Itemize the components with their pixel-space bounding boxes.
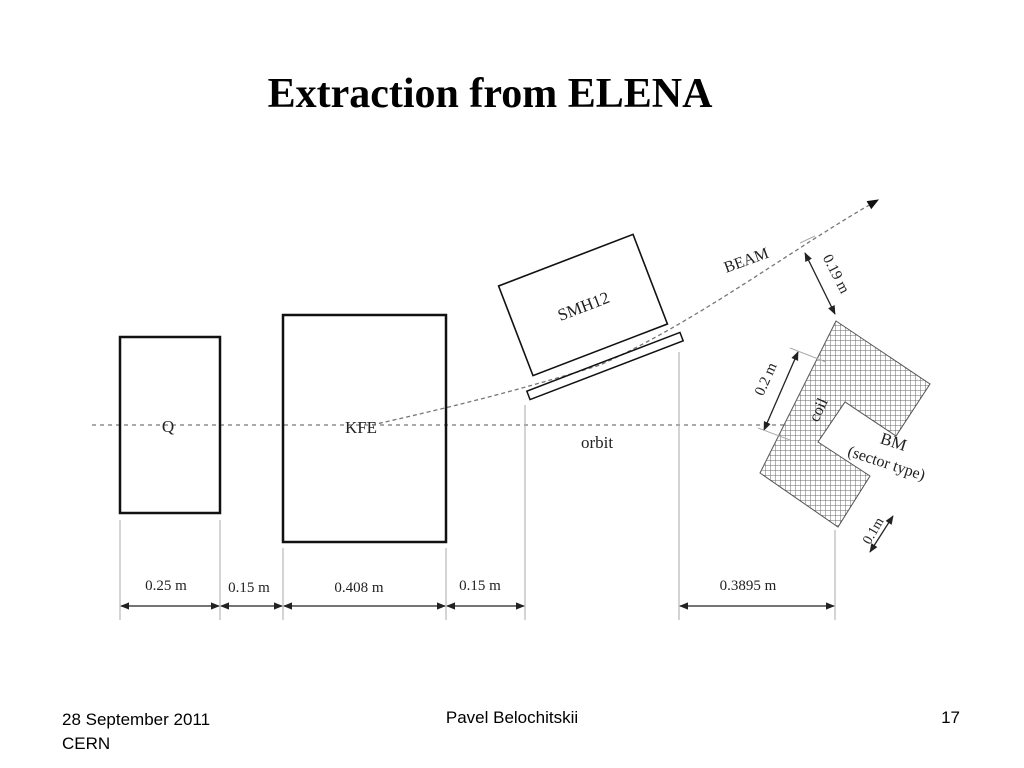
quadrupole-label: Q — [162, 417, 174, 436]
dim-beam-to-bm: 0.19 m — [799, 235, 852, 315]
orbit-label: orbit — [581, 433, 613, 452]
bm-name-label: BM — [878, 429, 909, 455]
kicker-box — [281, 313, 448, 544]
septum-label: SMH12 — [555, 288, 612, 325]
footer-date-location: 28 September 2011 CERN — [62, 708, 210, 756]
dim-gap-kfe-smh: 0.15 m — [459, 578, 501, 594]
slide-title: Extraction from ELENA — [267, 71, 713, 117]
dim-gap-q-kfe: 0.15 m — [228, 580, 270, 596]
bending-magnet-yoke — [759, 320, 931, 528]
dim-beam-to-bm-label: 0.19 m — [819, 252, 852, 297]
beam-label: BEAM — [722, 245, 771, 277]
kicker-label: KFE — [345, 418, 377, 437]
dim-gap-smh-bm: 0.3895 m — [720, 578, 777, 594]
footer-page-number: 17 — [941, 708, 960, 727]
beam-trajectory — [371, 199, 880, 426]
quadrupole-box — [118, 335, 222, 515]
dim-bm-gap-label: 0.2 m — [752, 360, 781, 398]
dim-kfe-length: 0.408 m — [334, 580, 384, 596]
septum-magnet: SMH12 — [497, 233, 669, 377]
septum-blade — [525, 331, 685, 401]
dim-bm-coil: 0.1m — [860, 515, 894, 553]
extension-lines — [119, 352, 836, 620]
footer-location: CERN — [62, 734, 111, 753]
dim-q-length: 0.25 m — [145, 578, 187, 594]
footer-date: 28 September 2011 — [62, 710, 211, 729]
footer-author: Pavel Belochitskii — [445, 708, 579, 727]
